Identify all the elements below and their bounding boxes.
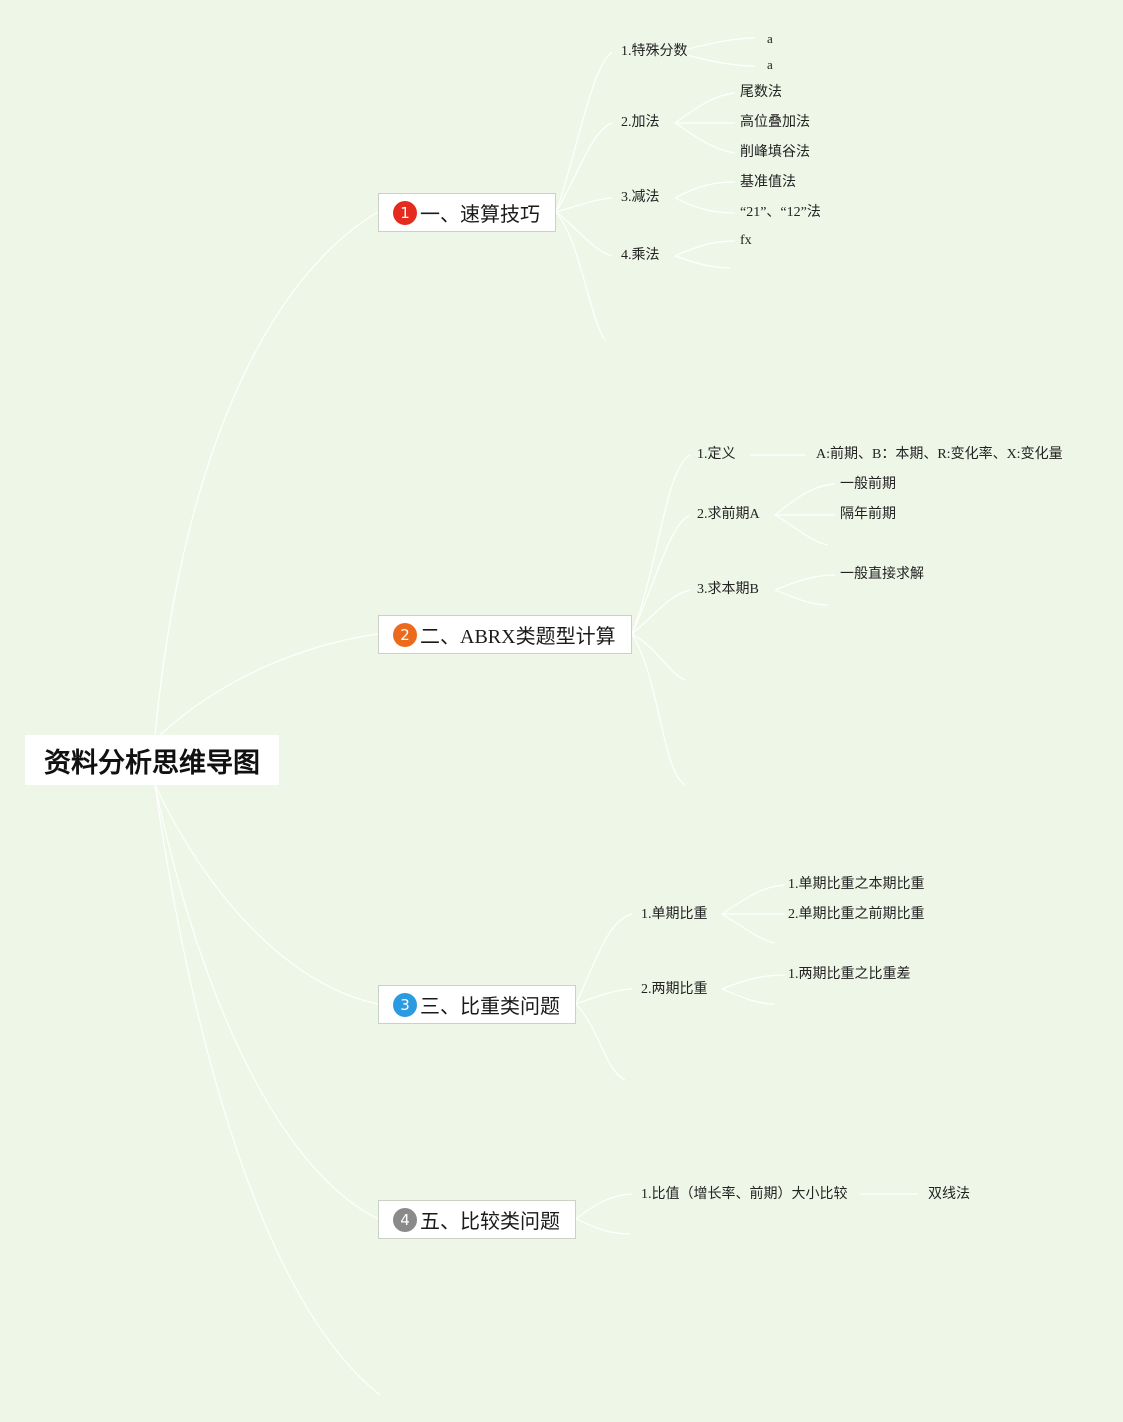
leaf-direct-solve[interactable]: 一般直接求解	[840, 567, 924, 582]
leaf-double-line-method[interactable]: 双线法	[928, 1187, 970, 1202]
branch-speed-calculation[interactable]: 1 一、速算技巧	[378, 193, 556, 232]
leaf-high-digit-addition[interactable]: 高位叠加法	[740, 115, 810, 130]
badge-2-icon: 2	[393, 622, 417, 647]
leaf-a-2[interactable]: a	[767, 57, 773, 72]
branch-label: 三、比重类问题	[420, 996, 560, 1018]
node-find-previous-a[interactable]: 2.求前期A	[697, 507, 760, 522]
node-special-fraction[interactable]: 1.特殊分数	[621, 44, 688, 59]
node-two-period-proportion[interactable]: 2.两期比重	[641, 982, 708, 997]
node-definition[interactable]: 1.定义	[697, 447, 736, 462]
leaf-abrx-definition[interactable]: A:前期、B：本期、R:变化率、X:变化量	[816, 447, 1063, 462]
node-find-current-b[interactable]: 3.求本期B	[697, 582, 759, 597]
node-single-period-proportion[interactable]: 1.单期比重	[641, 907, 708, 922]
leaf-peak-valley-method[interactable]: 削峰填谷法	[740, 145, 810, 160]
branch-abrx-calculation[interactable]: 2 二、ABRX类题型计算	[378, 615, 632, 654]
branch-comparison-problems[interactable]: 4 五、比较类问题	[378, 1200, 576, 1239]
node-multiplication[interactable]: 4.乘法	[621, 248, 660, 263]
branch-label: 一、速算技巧	[420, 204, 540, 226]
badge-1-icon: 1	[393, 200, 417, 225]
leaf-general-previous[interactable]: 一般前期	[840, 477, 896, 492]
branch-proportion-problems[interactable]: 3 三、比重类问题	[378, 985, 576, 1024]
badge-3-icon: 3	[393, 992, 417, 1017]
leaf-baseline-method[interactable]: 基准值法	[740, 175, 796, 190]
mindmap-root[interactable]: 资料分析思维导图	[25, 735, 279, 785]
leaf-current-proportion[interactable]: 1.单期比重之本期比重	[788, 877, 925, 892]
node-subtraction[interactable]: 3.减法	[621, 190, 660, 205]
leaf-proportion-difference[interactable]: 1.两期比重之比重差	[788, 967, 911, 982]
badge-4-icon: 4	[393, 1207, 417, 1232]
node-addition[interactable]: 2.加法	[621, 115, 660, 130]
leaf-fx[interactable]: fx	[740, 233, 752, 248]
leaf-21-12-method[interactable]: “21”、“12”法	[740, 205, 821, 220]
leaf-two-year-previous[interactable]: 隔年前期	[840, 507, 896, 522]
branch-label: 五、比较类问题	[420, 1211, 560, 1233]
leaf-a-1[interactable]: a	[767, 31, 773, 46]
leaf-tail-number-method[interactable]: 尾数法	[740, 85, 782, 100]
node-ratio-comparison[interactable]: 1.比值（增长率、前期）大小比较	[641, 1187, 848, 1202]
leaf-previous-proportion[interactable]: 2.单期比重之前期比重	[788, 907, 925, 922]
branch-label: 二、ABRX类题型计算	[420, 626, 616, 648]
